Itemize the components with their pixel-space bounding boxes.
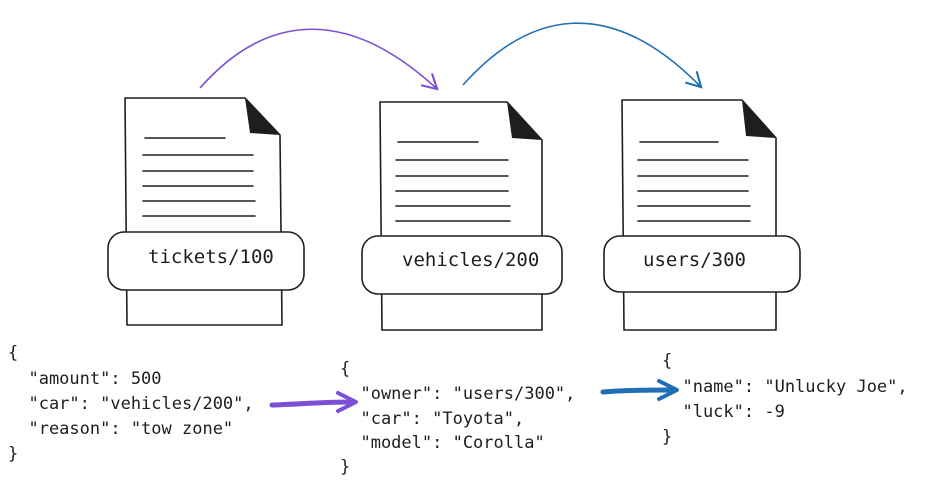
document-label-users: users/300 bbox=[643, 249, 746, 271]
document-label-tickets: tickets/100 bbox=[148, 246, 274, 268]
code-line: } bbox=[662, 427, 672, 447]
code-block-user: { "name": "Unlucky Joe", "luck": -9 } bbox=[662, 351, 908, 447]
code-line: "name": "Unlucky Joe", bbox=[662, 377, 908, 397]
code-block-ticket: { "amount": 500 "car": "vehicles/200", "… bbox=[8, 343, 254, 464]
code-block-vehicle: { "owner": "users/300", "car": "Toyota",… bbox=[340, 359, 575, 477]
code-line: { bbox=[340, 359, 350, 379]
document-label-vehicles: vehicles/200 bbox=[402, 249, 539, 271]
ref-arrow-vehicle-to-user bbox=[600, 379, 679, 401]
document-users: users/300 bbox=[603, 99, 801, 331]
code-line: "car": "Toyota", bbox=[340, 409, 524, 429]
code-line: } bbox=[8, 444, 18, 464]
code-line: "owner": "users/300", bbox=[340, 384, 575, 404]
code-line: "luck": -9 bbox=[662, 402, 785, 422]
code-line: "car": "vehicles/200", bbox=[8, 394, 254, 414]
arrow-vehicles-to-users bbox=[462, 22, 703, 89]
arrow-tickets-to-vehicles bbox=[199, 28, 439, 91]
code-line: "reason": "tow zone" bbox=[8, 419, 233, 439]
document-tickets: tickets/100 bbox=[107, 97, 305, 326]
code-line: { bbox=[662, 351, 672, 371]
ref-arrow-ticket-to-vehicle bbox=[269, 391, 358, 413]
code-line: "model": "Corolla" bbox=[340, 433, 545, 453]
code-line: } bbox=[340, 457, 350, 477]
code-line: "amount": 500 bbox=[8, 369, 162, 389]
code-line: { bbox=[8, 343, 18, 363]
document-vehicles: vehicles/200 bbox=[361, 101, 563, 331]
